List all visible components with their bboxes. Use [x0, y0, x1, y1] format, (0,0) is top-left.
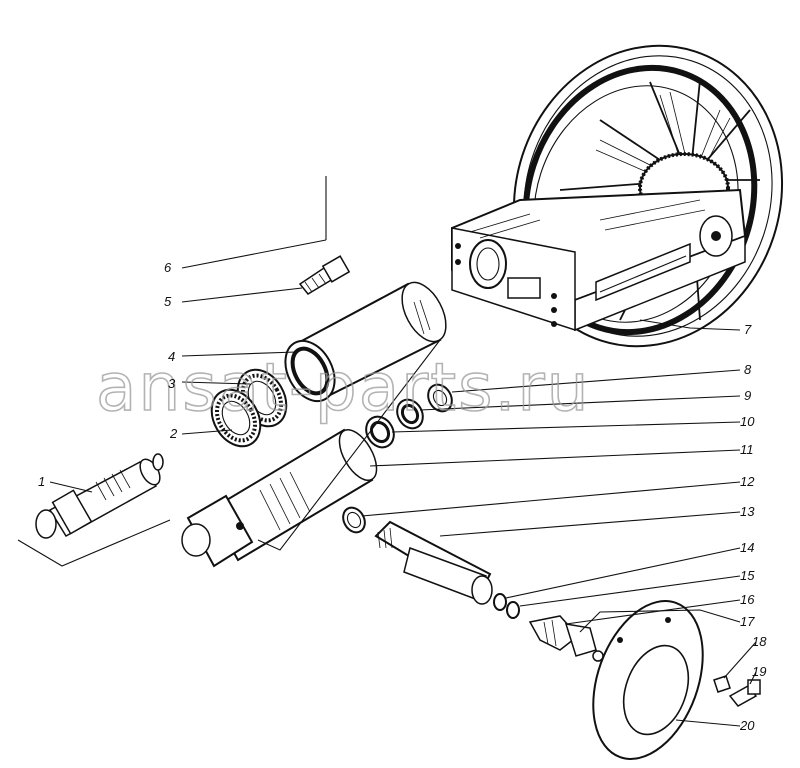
bolt-part-19: [728, 679, 761, 707]
cover-part-20: [592, 600, 704, 760]
callout-20: 20: [739, 718, 755, 733]
callout-19: 19: [752, 664, 766, 679]
callout-5: 5: [164, 294, 172, 309]
callout-10: 10: [740, 414, 755, 429]
callout-12: 12: [740, 474, 755, 489]
ring-part-8: [427, 383, 453, 413]
callout-14: 14: [740, 540, 754, 555]
callout-13: 13: [740, 504, 755, 519]
bolt-part-5: [298, 255, 351, 295]
watermark: ansat-parts.ru: [96, 349, 590, 426]
callout-11: 11: [740, 442, 754, 457]
callout-3: 3: [168, 376, 176, 391]
callout-15: 15: [740, 568, 755, 583]
sleeve-part-4: [284, 281, 447, 403]
axle-part-1: [17, 453, 171, 567]
callout-17: 17: [740, 614, 755, 629]
hex-tube-part-13: [374, 520, 493, 605]
callout-2: 2: [169, 426, 178, 441]
nut-part-18: [713, 675, 731, 693]
callout-4: 4: [168, 349, 175, 364]
callout-16: 16: [740, 592, 755, 607]
callout-1: 1: [38, 474, 45, 489]
callout-6: 6: [164, 260, 172, 275]
idler-wheel-assembly: [451, 44, 784, 348]
ring-part-12: [342, 506, 366, 534]
cylinder-part-11: [181, 339, 441, 568]
leader-lines: [49, 239, 757, 727]
bearing-part-2: [210, 388, 262, 448]
callout-7: 7: [744, 322, 752, 337]
callout-18: 18: [752, 634, 767, 649]
ring-part-10: [365, 415, 395, 449]
callout-8: 8: [744, 362, 752, 377]
ring-part-15: [506, 601, 520, 619]
ring-part-14: [493, 593, 507, 611]
callout-9: 9: [744, 388, 751, 403]
valve-part-16: [528, 615, 604, 662]
ring-part-9: [396, 398, 424, 430]
callout-labels: 1 2 3 4 5 6 7 8 9 10 11 12 13 14 15 16 1…: [38, 260, 767, 733]
